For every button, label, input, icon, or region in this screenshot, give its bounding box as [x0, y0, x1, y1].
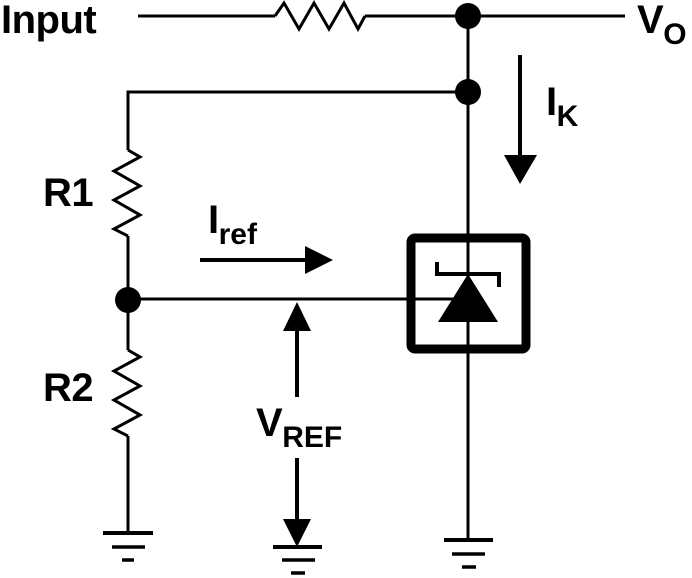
- label-vref-main: V: [256, 401, 283, 445]
- top-rail: [138, 0, 625, 33]
- label-iref: Iref: [208, 200, 257, 250]
- ik-arrow-head: [504, 155, 537, 184]
- feedback-wire: [126, 90, 468, 150]
- iref-arrow-head: [305, 246, 333, 274]
- junction-dot-feedback: [455, 79, 481, 105]
- label-input: Input: [1, 0, 97, 42]
- vref-arrows-icon: [283, 302, 311, 547]
- label-ik: IK: [546, 82, 578, 132]
- regulator-triangle: [438, 274, 498, 322]
- label-r2: R2: [43, 366, 94, 410]
- junction-dot-top: [455, 3, 481, 29]
- series-resistor-icon: [273, 0, 367, 33]
- shunt-regulator-icon: [406, 233, 531, 354]
- label-vo: VO: [637, 0, 687, 50]
- label-ik-main: I: [546, 80, 557, 124]
- resistor-r2-icon: [110, 348, 144, 438]
- label-vo-main: V: [637, 0, 664, 42]
- label-r1: R1: [43, 171, 94, 215]
- junction-dot-reference: [115, 287, 141, 313]
- label-vref: VREF: [256, 403, 342, 453]
- label-iref-main: I: [208, 198, 219, 242]
- regulator-box: [406, 233, 531, 354]
- resistor-r1-icon: [110, 148, 144, 238]
- iref-arrow-icon: [200, 246, 333, 274]
- label-ik-sub: K: [556, 100, 579, 133]
- label-vref-sub: REF: [282, 421, 343, 454]
- label-vo-sub: O: [663, 18, 687, 51]
- vref-down-head: [283, 519, 311, 547]
- label-iref-sub: ref: [218, 218, 257, 251]
- ground-middle-icon: [273, 545, 322, 575]
- r2-branch: [110, 300, 144, 533]
- ik-arrow-icon: [504, 55, 537, 184]
- ground-right-icon: [444, 538, 493, 569]
- vref-up-head: [283, 302, 311, 331]
- ground-left-icon: [103, 531, 153, 562]
